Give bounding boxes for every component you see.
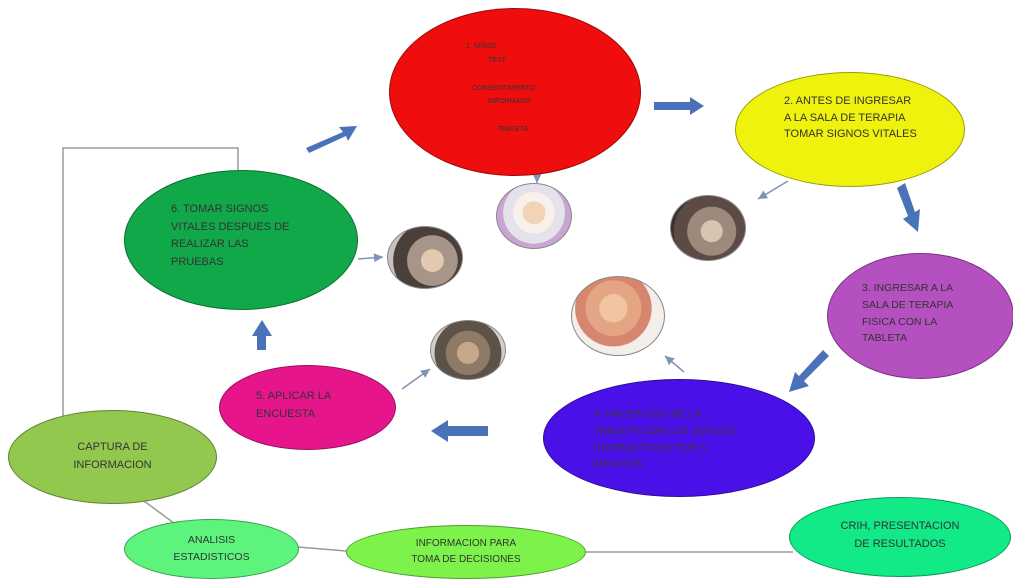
thin-arrow-2: [757, 180, 789, 200]
step-1-label-b: TEST: [488, 57, 506, 64]
step-5-line-2: ENCUESTA: [256, 407, 316, 420]
step-4-node: 4. HACER USO DE LA TABLETA CON LOS JUEGO…: [543, 379, 815, 497]
step-5-text: 5. APLICAR LA ENCUESTA: [256, 388, 331, 423]
captura-line-1: CAPTURA DE: [77, 441, 148, 453]
photo-tablet-use: [387, 226, 463, 289]
step-6-line-1: 6. TOMAR SIGNOS: [171, 203, 269, 215]
arrow-5-to-6: [252, 320, 272, 350]
photo-child-drawing: [496, 183, 572, 249]
analisis-text: ANALISIS ESTADISTICOS: [125, 532, 298, 566]
step-3-line-2: SALA DE TERAPIA: [862, 298, 954, 311]
crih-node: CRIH, PRESENTACION DE RESULTADOS: [789, 497, 1011, 577]
step-2-node: 2. ANTES DE INGRESAR A LA SALA DE TERAPI…: [735, 72, 965, 187]
step-5-line-1: 5. APLICAR LA: [256, 390, 332, 402]
photo-vitals: [670, 195, 746, 261]
feedback-line: [62, 147, 239, 418]
step-5-node: 5. APLICAR LA ENCUESTA: [219, 365, 396, 450]
thin-arrow-4: [664, 355, 685, 373]
informacion-node: INFORMACION PARA TOMA DE DECISIONES: [346, 525, 586, 579]
step-4-line-3: INTERACTIVOS POR 5: [594, 441, 707, 454]
connector-analisis-informacion: [297, 546, 347, 552]
step-4-line-1: 4. HACER USO DE LA: [594, 408, 702, 420]
step-4-line-4: MINUTOS: [594, 458, 643, 471]
photo-survey: [430, 320, 506, 380]
step-1-label-c: CONSENTIMIENTO: [472, 85, 536, 92]
step-3-line-1: 3. INGRESAR A LA: [862, 282, 954, 294]
step-2-line-2: A LA SALA DE TERAPIA: [784, 111, 906, 124]
step-2-text: 2. ANTES DE INGRESAR A LA SALA DE TERAPI…: [784, 93, 917, 143]
arrow-1-to-2: [654, 97, 704, 115]
captura-node: CAPTURA DE INFORMACION: [8, 410, 217, 504]
step-6-node: 6. TOMAR SIGNOS VITALES DESPUES DE REALI…: [124, 170, 358, 310]
analisis-line-2: ESTADISTICOS: [173, 550, 250, 563]
step-3-text: 3. INGRESAR A LA SALA DE TERAPIA FISICA …: [862, 280, 953, 347]
captura-text: CAPTURA DE INFORMACION: [9, 439, 216, 474]
crih-line-1: CRIH, PRESENTACION: [840, 520, 960, 532]
step-3-line-3: FISICA CON LA: [862, 315, 938, 328]
captura-line-2: INFORMACION: [73, 458, 152, 471]
step-1-label-a: 1. NIÑOS: [466, 43, 496, 50]
arrow-4-to-5: [431, 420, 488, 442]
step-6-line-3: REALIZAR LAS: [171, 238, 249, 251]
step-6-line-4: PRUEBAS: [171, 255, 224, 268]
step-1-node: 1. NIÑOS TEST CONSENTIMIENTO INFORMADO T…: [389, 8, 641, 176]
thin-arrow-6: [357, 253, 384, 263]
arrow-2-to-3: [897, 183, 920, 232]
step-6-text: 6. TOMAR SIGNOS VITALES DESPUES DE REALI…: [171, 201, 289, 271]
thin-arrow-5: [401, 368, 431, 390]
step-2-line-1: 2. ANTES DE INGRESAR: [784, 95, 912, 107]
photo-tablet-hand: [571, 276, 665, 356]
informacion-text: INFORMACION PARA TOMA DE DECISIONES: [347, 536, 585, 568]
crih-line-2: DE RESULTADOS: [854, 537, 946, 550]
step-4-text: 4. HACER USO DE LA TABLETA CON LOS JUEGO…: [594, 406, 735, 473]
step-4-line-2: TABLETA CON LOS JUEGOS: [594, 424, 735, 437]
analisis-line-1: ANALISIS: [187, 534, 236, 546]
step-1-label-e: TABLETA: [498, 126, 529, 133]
step-2-line-3: TOMAR SIGNOS VITALES: [784, 128, 917, 140]
step-1-label-d: INFORMADO: [488, 98, 531, 105]
crih-text: CRIH, PRESENTACION DE RESULTADOS: [790, 518, 1010, 553]
informacion-line-2: TOMA DE DECISIONES: [411, 554, 521, 565]
flow-arrows: [252, 97, 920, 442]
step-3-node: 3. INGRESAR A LA SALA DE TERAPIA FISICA …: [827, 253, 1013, 379]
step-6-line-2: VITALES DESPUES DE: [171, 220, 290, 233]
arrow-6-to-1: [306, 126, 357, 153]
step-3-line-4: TABLETA: [862, 332, 908, 345]
informacion-line-1: INFORMACION PARA: [415, 538, 517, 549]
arrow-3-to-4: [789, 350, 829, 392]
analisis-node: ANALISIS ESTADISTICOS: [124, 519, 299, 579]
